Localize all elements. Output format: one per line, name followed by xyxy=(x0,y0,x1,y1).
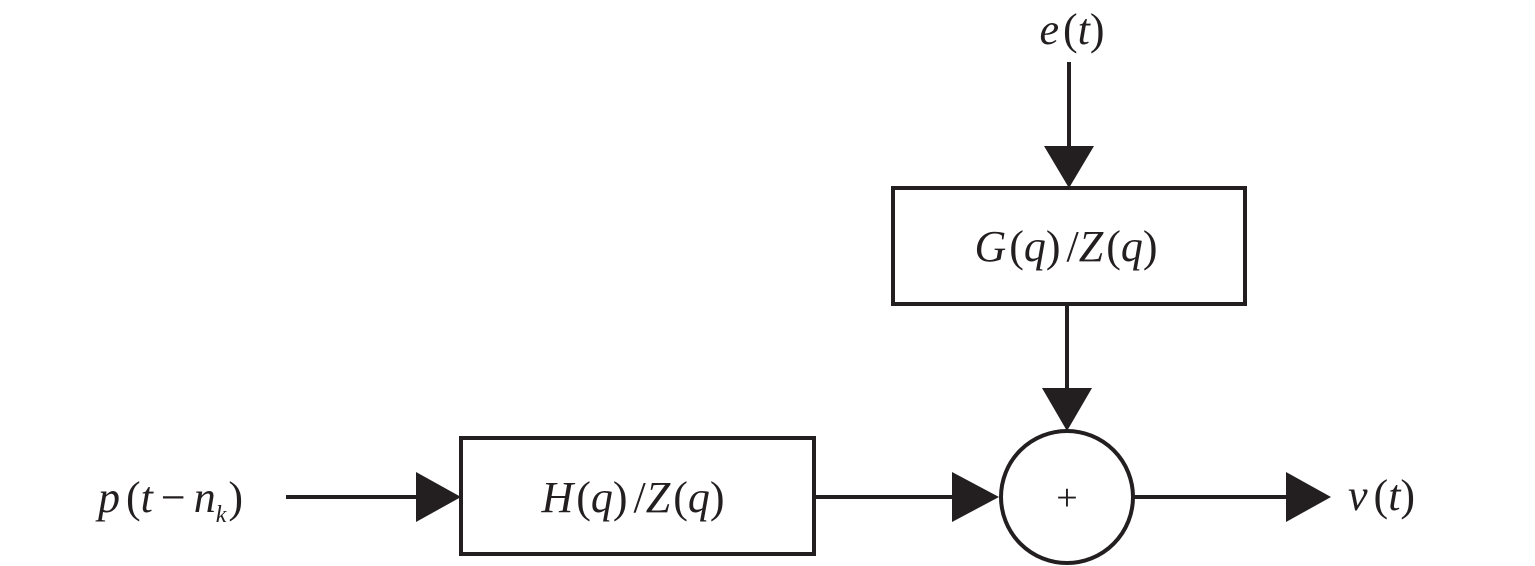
noise-input-label: e(t) xyxy=(1039,5,1104,54)
noise-filter-output-arrow-head xyxy=(1042,388,1092,431)
summing-junction-symbol: + xyxy=(1056,477,1077,519)
signal-input-label: p(t−nk) xyxy=(95,473,243,528)
plant-block xyxy=(459,436,816,556)
signal-arrow-head xyxy=(416,472,461,522)
plant-label: H(q)/Z(q) xyxy=(540,473,724,522)
noise-arrow-head xyxy=(1044,146,1094,188)
output-arrow-head xyxy=(1286,472,1331,522)
plant-output-arrow-head xyxy=(952,472,999,522)
noise-filter-label: G(q)/Z(q) xyxy=(974,222,1157,271)
output-label: v(t) xyxy=(1348,471,1415,520)
